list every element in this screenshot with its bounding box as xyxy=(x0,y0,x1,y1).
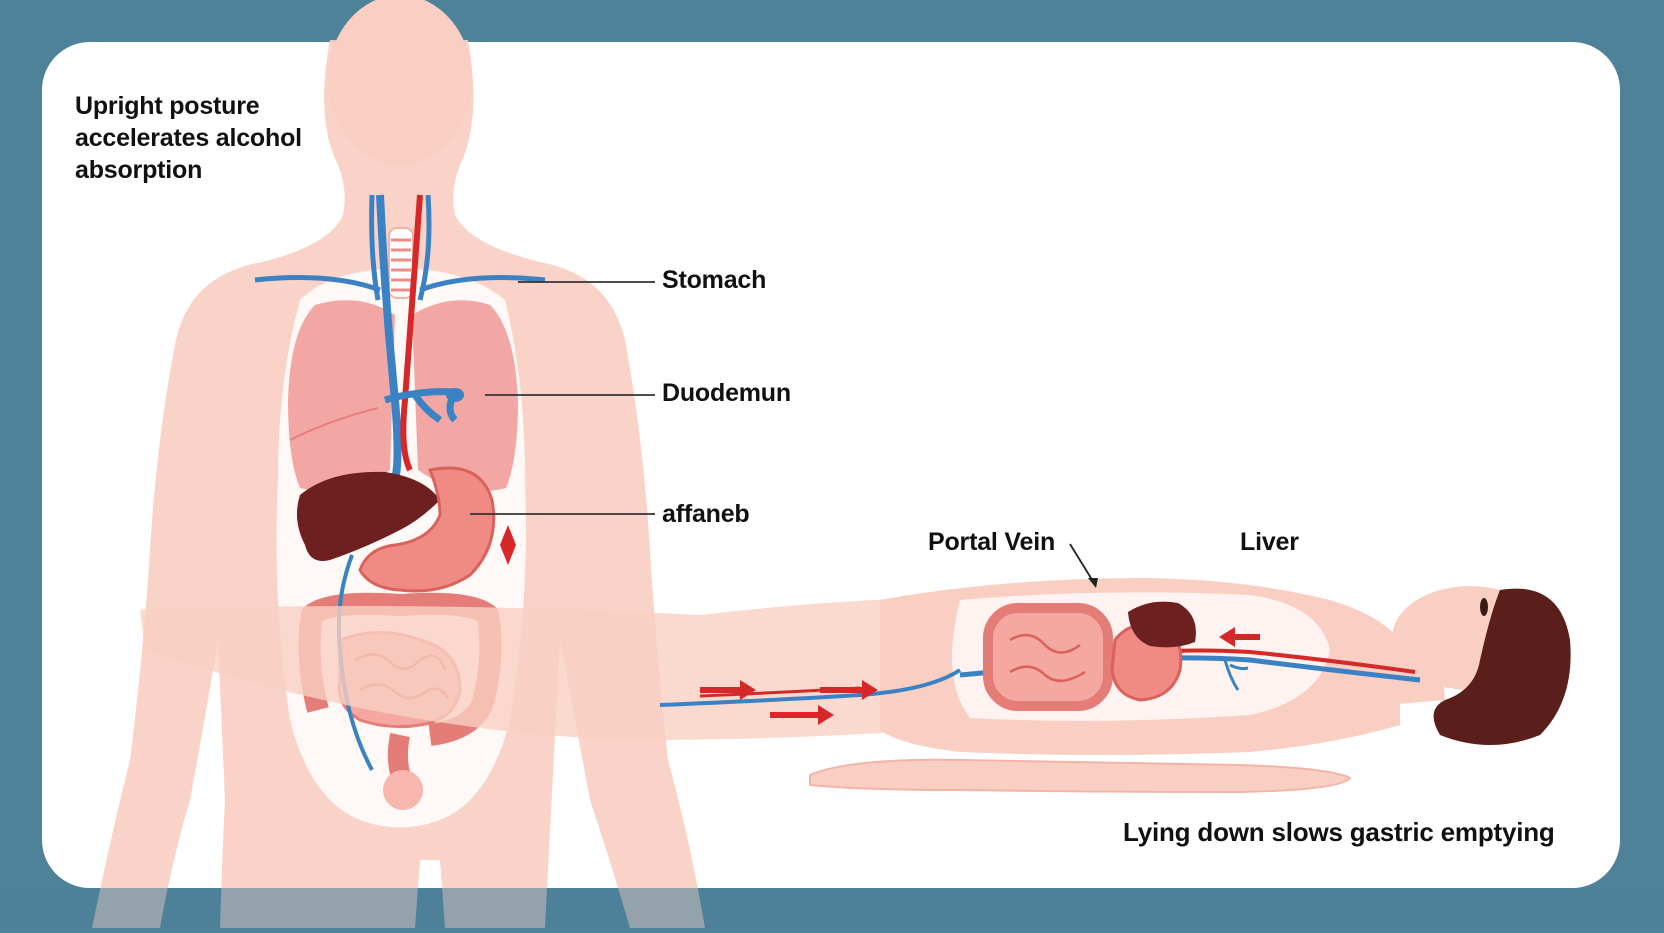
portal-vein-arrowhead xyxy=(1088,578,1098,588)
flow-arrow-up xyxy=(500,525,516,565)
portal-vein-pointer xyxy=(1069,543,1095,584)
upright-stomach xyxy=(358,466,496,593)
lying-eye xyxy=(1480,598,1488,616)
right-lung xyxy=(412,300,518,492)
label-portal-vein: Portal Vein xyxy=(928,528,1056,556)
left-lung xyxy=(288,300,395,492)
lying-vein-branch xyxy=(1223,659,1249,691)
lying-figure xyxy=(140,543,1571,794)
lying-liver xyxy=(1128,601,1196,648)
lying-intestine-coils xyxy=(1009,633,1086,682)
label-third-organ: affaneb xyxy=(662,500,750,528)
lying-arm xyxy=(809,758,1352,794)
upright-liver xyxy=(296,471,440,561)
vein-main xyxy=(376,194,402,481)
bladder xyxy=(383,770,423,810)
label-liver: Liver xyxy=(1240,528,1299,556)
lung-fissure xyxy=(289,407,379,441)
lying-legs xyxy=(140,598,930,740)
lying-vein-leg xyxy=(659,668,962,707)
lying-intestines xyxy=(983,603,1113,711)
flow-arrows xyxy=(700,627,1260,725)
artery-main xyxy=(400,194,423,472)
vein-node xyxy=(446,388,464,402)
subclavian-veins xyxy=(254,275,546,293)
lying-hair xyxy=(1433,588,1571,745)
label-stomach: Stomach xyxy=(662,266,767,294)
upright-head xyxy=(328,0,472,165)
lying-caption: Lying down slows gastric emptying xyxy=(1123,817,1555,847)
label-duodenum: Duodemun xyxy=(662,379,791,407)
upright-caption: Upright posture accelerates alcohol abso… xyxy=(75,92,302,184)
